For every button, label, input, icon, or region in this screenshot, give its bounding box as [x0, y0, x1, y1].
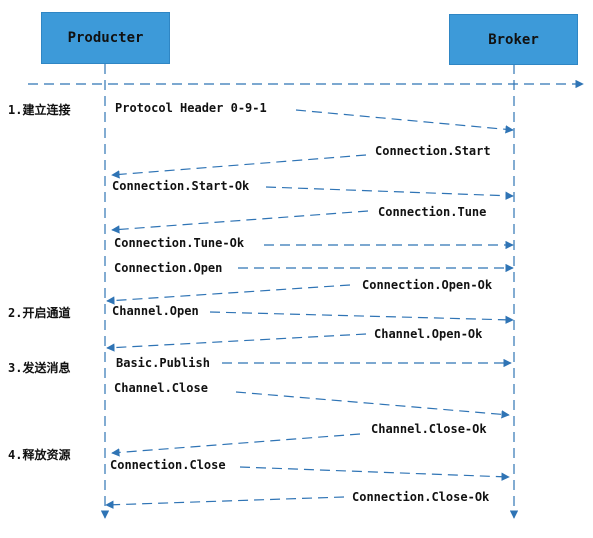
message-arrow-11 [235, 391, 510, 419]
message-label-channel-close-ok: Channel.Close-Ok [371, 422, 487, 436]
message-arrow-4 [111, 210, 369, 234]
message-label-channel-open: Channel.Open [112, 304, 199, 318]
producer-box: Producter [41, 12, 170, 64]
message-label-connection-tune: Connection.Tune [378, 205, 487, 219]
broker-box: Broker [449, 14, 578, 65]
message-arrow-13 [239, 466, 510, 481]
message-label-connection-close: Connection.Close [110, 458, 226, 472]
message-arrow-1 [295, 109, 514, 134]
message-label-connection-start: Connection.Start [375, 144, 491, 158]
message-label-channel-close: Channel.Close [114, 381, 208, 395]
message-label-channel-open-ok: Channel.Open-Ok [374, 327, 483, 341]
message-arrow-3 [265, 186, 514, 200]
message-arrow-14 [105, 496, 345, 509]
step-label-connect: 1.建立连接 [8, 103, 71, 117]
message-label-connection-close-ok: Connection.Close-Ok [352, 490, 490, 504]
producer-label: Producter [67, 30, 144, 46]
step-label-release: 4.释放资源 [8, 448, 71, 462]
message-label-basic-publish: Basic.Publish [116, 356, 210, 370]
broker-label: Broker [488, 31, 539, 48]
step-label-open-channel: 2.开启通道 [8, 306, 71, 320]
message-label-connection-open: Connection.Open [114, 261, 223, 275]
message-label-protocol-header: Protocol Header 0-9-1 [115, 101, 267, 115]
message-arrow-8 [209, 311, 514, 324]
message-label-connection-open-ok: Connection.Open-Ok [362, 278, 493, 292]
message-arrow-9 [106, 333, 367, 352]
message-arrow-12 [111, 433, 361, 457]
message-label-connection-start-ok: Connection.Start-Ok [112, 179, 250, 193]
step-label-publish: 3.发送消息 [8, 361, 71, 375]
message-arrow-2 [111, 154, 367, 179]
message-arrow-7 [106, 284, 351, 305]
message-label-connection-tune-ok: Connection.Tune-Ok [114, 236, 245, 250]
